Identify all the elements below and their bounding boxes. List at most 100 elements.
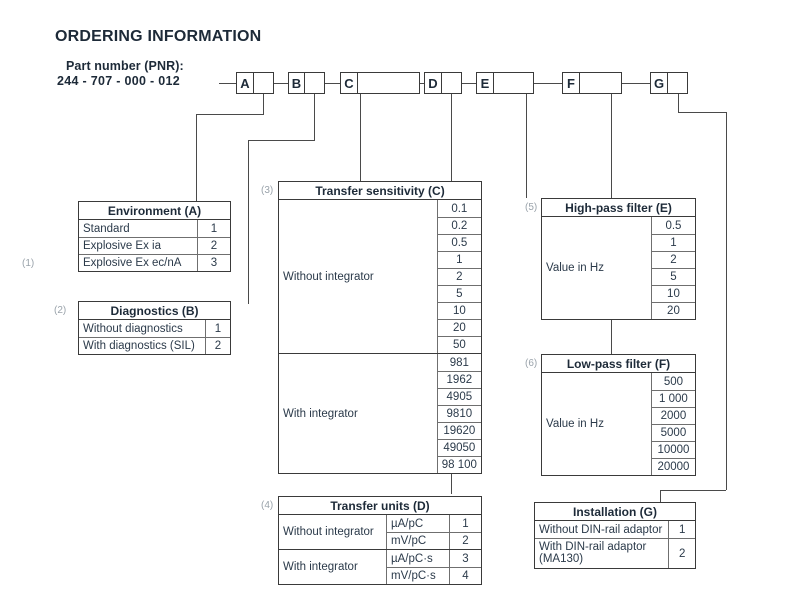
part-number-value: 244 - 707 - 000 - 012 bbox=[57, 74, 181, 88]
units-unit: mV/pC bbox=[391, 535, 427, 547]
low-pass-value: 20000 bbox=[651, 458, 695, 475]
route-a-3 bbox=[196, 114, 198, 206]
code-value-c[interactable] bbox=[358, 72, 420, 94]
part-number-label: Part number (PNR): bbox=[66, 59, 184, 73]
route-b-2 bbox=[248, 140, 315, 142]
route-c-1 bbox=[360, 94, 362, 182]
route-g-2 bbox=[678, 112, 726, 114]
table-environment-title: Environment (A) bbox=[79, 202, 230, 220]
sensitivity-value: 0.5 bbox=[437, 234, 481, 251]
code-box-d: D bbox=[424, 72, 442, 94]
table-transfer-units-title: Transfer units (D) bbox=[279, 497, 481, 515]
route-f-1 bbox=[611, 94, 613, 152]
sensitivity-value: 1962 bbox=[437, 371, 481, 388]
environment-label: Explosive Ex ec/nA bbox=[83, 257, 182, 269]
sensitivity-group-label: With integrator bbox=[283, 407, 358, 420]
code-value-e[interactable] bbox=[494, 72, 534, 94]
units-code: 2 bbox=[449, 533, 481, 549]
sensitivity-value: 2 bbox=[437, 268, 481, 285]
high-pass-value: 2 bbox=[651, 251, 695, 268]
units-group-label: With integrator bbox=[283, 561, 358, 573]
units-unit: µA/pC·s bbox=[391, 552, 433, 565]
table-row: With DIN-rail adaptor (MA130) 2 bbox=[535, 538, 695, 568]
table-low-pass-filter: Low-pass filter (F) Value in Hz 500 1 00… bbox=[541, 354, 696, 476]
sensitivity-value: 1 bbox=[437, 251, 481, 268]
table-installation: Installation (G) Without DIN-rail adapto… bbox=[534, 502, 696, 569]
installation-label: Without DIN-rail adaptor bbox=[539, 523, 663, 536]
code-box-c: C bbox=[340, 72, 358, 94]
table-diagnostics-title: Diagnostics (B) bbox=[79, 302, 230, 320]
units-code: 3 bbox=[449, 550, 481, 567]
footnote-marker-5: (5) bbox=[525, 202, 538, 213]
table-row: Standard 1 bbox=[79, 220, 230, 237]
sensitivity-value: 4905 bbox=[437, 388, 481, 405]
diagnostics-label: Without diagnostics bbox=[83, 322, 183, 335]
table-transfer-sensitivity-title: Transfer sensitivity (C) bbox=[279, 182, 481, 200]
high-pass-value: 5 bbox=[651, 268, 695, 285]
sensitivity-value: 0.2 bbox=[437, 217, 481, 234]
low-pass-value: 500 bbox=[663, 375, 684, 388]
route-a-1 bbox=[263, 94, 265, 114]
installation-code: 2 bbox=[668, 539, 695, 568]
route-e-1 bbox=[526, 94, 528, 198]
route-g-5 bbox=[660, 490, 662, 502]
route-b-1 bbox=[314, 94, 316, 140]
environment-code: 1 bbox=[197, 220, 230, 237]
table-row: mV/pC 2 bbox=[387, 532, 481, 549]
table-row: mV/pC·s 4 bbox=[387, 567, 481, 584]
table-transfer-units: Transfer units (D) Without integrator µA… bbox=[278, 496, 482, 585]
high-pass-value: 0.5 bbox=[665, 219, 682, 232]
environment-code: 3 bbox=[197, 255, 230, 271]
table-row: Explosive Ex ec/nA 3 bbox=[79, 254, 230, 271]
code-box-g: G bbox=[650, 72, 668, 94]
sensitivity-group-label: Without integrator bbox=[283, 270, 374, 283]
footnote-marker-6: (6) bbox=[525, 358, 538, 369]
code-value-b[interactable] bbox=[305, 72, 325, 94]
low-pass-value: 10000 bbox=[651, 441, 695, 458]
table-low-pass-filter-title: Low-pass filter (F) bbox=[542, 355, 695, 373]
low-pass-value: 5000 bbox=[651, 424, 695, 441]
code-box-e: E bbox=[476, 72, 494, 94]
sensitivity-value: 50 bbox=[437, 336, 481, 353]
units-unit: µA/pC bbox=[391, 517, 424, 530]
footnote-marker-1: (1) bbox=[22, 258, 35, 269]
sensitivity-value: 98 100 bbox=[437, 456, 481, 473]
code-value-d[interactable] bbox=[442, 72, 462, 94]
footnote-marker-3: (3) bbox=[261, 185, 274, 196]
table-row: µA/pC·s 3 bbox=[387, 550, 481, 567]
connector-e-f bbox=[534, 83, 562, 85]
low-pass-value: 2000 bbox=[651, 407, 695, 424]
connector-a-b bbox=[274, 83, 288, 85]
high-pass-group-label: Value in Hz bbox=[546, 262, 604, 274]
table-row: Explosive Ex ia 2 bbox=[79, 237, 230, 254]
connector-f-g bbox=[622, 83, 650, 85]
table-high-pass-filter: High-pass filter (E) Value in Hz 0.5 1 2… bbox=[541, 198, 696, 320]
high-pass-value: 1 bbox=[651, 234, 695, 251]
table-transfer-sensitivity: Transfer sensitivity (C) Without integra… bbox=[278, 181, 482, 474]
code-value-g[interactable] bbox=[668, 72, 688, 94]
code-box-b: B bbox=[288, 72, 305, 94]
sensitivity-value: 0.1 bbox=[451, 202, 468, 215]
route-g-1 bbox=[678, 94, 680, 112]
footnote-marker-4: (4) bbox=[261, 500, 274, 511]
units-group-label: Without integrator bbox=[283, 526, 374, 538]
table-row: Without DIN-rail adaptor 1 bbox=[535, 521, 695, 538]
installation-code: 1 bbox=[668, 521, 695, 538]
units-code: 4 bbox=[449, 568, 481, 584]
code-box-a: A bbox=[236, 72, 254, 94]
code-value-f[interactable] bbox=[580, 72, 622, 94]
table-row: Without diagnostics 1 bbox=[79, 320, 230, 337]
diagnostics-code: 2 bbox=[205, 338, 230, 354]
sensitivity-value: 981 bbox=[449, 356, 469, 369]
units-code: 1 bbox=[449, 515, 481, 532]
code-value-a[interactable] bbox=[254, 72, 274, 94]
connector-b-c bbox=[325, 83, 340, 85]
units-unit: mV/pC·s bbox=[391, 570, 436, 582]
sensitivity-value: 49050 bbox=[437, 439, 481, 456]
high-pass-value: 20 bbox=[651, 302, 695, 319]
low-pass-group-label: Value in Hz bbox=[546, 418, 604, 430]
connector-d-e bbox=[462, 83, 476, 85]
environment-label: Standard bbox=[83, 222, 130, 235]
table-installation-title: Installation (G) bbox=[535, 503, 695, 521]
table-diagnostics: Diagnostics (B) Without diagnostics 1 Wi… bbox=[78, 301, 231, 355]
